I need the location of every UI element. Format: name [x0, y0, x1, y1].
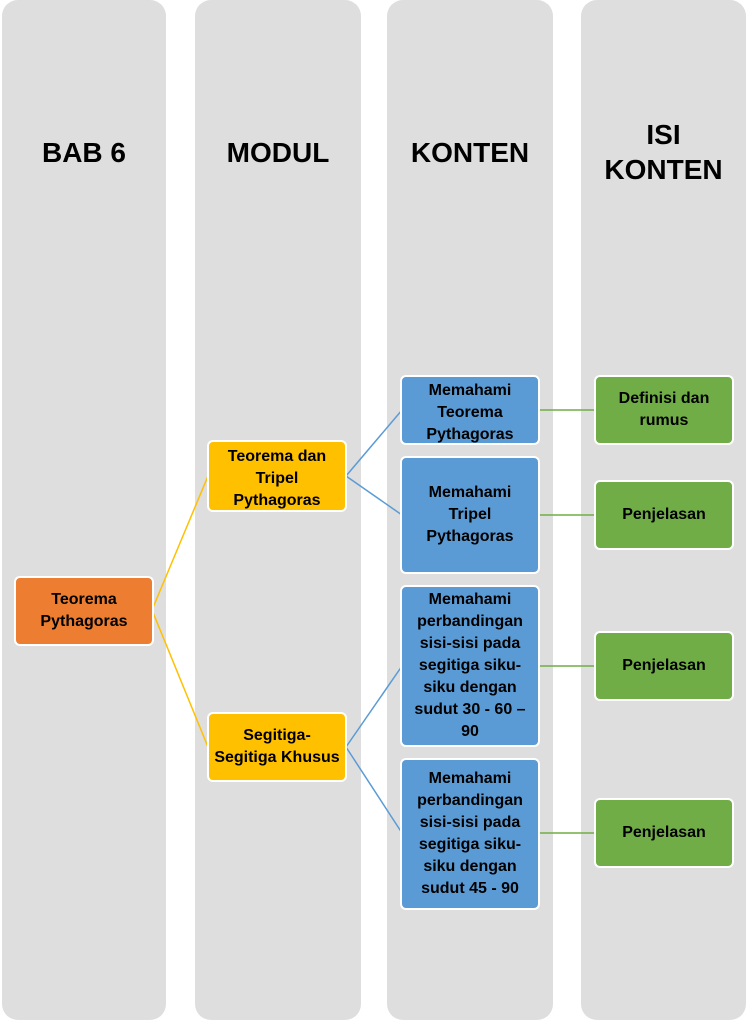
- node-modul-segitiga-khusus[interactable]: Segitiga-Segitiga Khusus: [207, 712, 347, 782]
- link-modul2-konten4: [345, 746, 403, 834]
- link-modul1-konten2: [345, 475, 403, 516]
- node-root-teorema-pythagoras[interactable]: Teorema Pythagoras: [14, 576, 154, 646]
- column-title-konten-2: KONTEN: [604, 154, 723, 185]
- node-isi-1-label: Definisi dan rumus: [618, 390, 710, 429]
- link-modul1-konten1: [345, 409, 403, 477]
- node-isi-penjelasan-3[interactable]: Penjelasan: [594, 798, 734, 868]
- link-root-modul2: [151, 609, 209, 748]
- node-konten-4-label: Memahami perbandingan sisi-sisi pada seg…: [417, 770, 523, 897]
- node-konten-teorema[interactable]: Memahami Teorema Pythagoras: [400, 375, 540, 445]
- link-modul2-konten3: [345, 665, 403, 748]
- column-title-isi: ISI: [646, 119, 681, 150]
- node-konten-1-label: Memahami Teorema Pythagoras: [426, 382, 514, 443]
- column-title-bab: BAB 6: [41, 137, 126, 168]
- node-isi-3-label: Penjelasan: [622, 657, 706, 674]
- node-konten-45-90[interactable]: Memahami perbandingan sisi-sisi pada seg…: [400, 758, 540, 910]
- node-modul-1-label: Teorema dan Tripel Pythagoras: [227, 448, 327, 509]
- node-isi-penjelasan-1[interactable]: Penjelasan: [594, 480, 734, 550]
- link-root-modul1: [151, 475, 209, 611]
- column-bab: BAB 6: [2, 0, 166, 1020]
- node-isi-2-label: Penjelasan: [622, 506, 706, 523]
- node-root-label: Teorema Pythagoras: [40, 591, 128, 630]
- node-konten-3-label: Memahami perbandingan sisi-sisi pada seg…: [414, 591, 526, 740]
- node-konten-tripel[interactable]: Memahami Tripel Pythagoras: [400, 456, 540, 574]
- node-modul-2-label: Segitiga-Segitiga Khusus: [214, 727, 340, 766]
- node-modul-teorema-tripel[interactable]: Teorema dan Tripel Pythagoras: [207, 440, 347, 512]
- node-isi-penjelasan-2[interactable]: Penjelasan: [594, 631, 734, 701]
- column-title-konten: KONTEN: [410, 137, 530, 168]
- node-konten-30-60-90[interactable]: Memahami perbandingan sisi-sisi pada seg…: [400, 585, 540, 747]
- column-title-modul: MODUL: [226, 137, 330, 168]
- node-konten-2-label: Memahami Tripel Pythagoras: [426, 484, 514, 545]
- node-isi-4-label: Penjelasan: [622, 824, 706, 841]
- node-isi-definisi-rumus[interactable]: Definisi dan rumus: [594, 375, 734, 445]
